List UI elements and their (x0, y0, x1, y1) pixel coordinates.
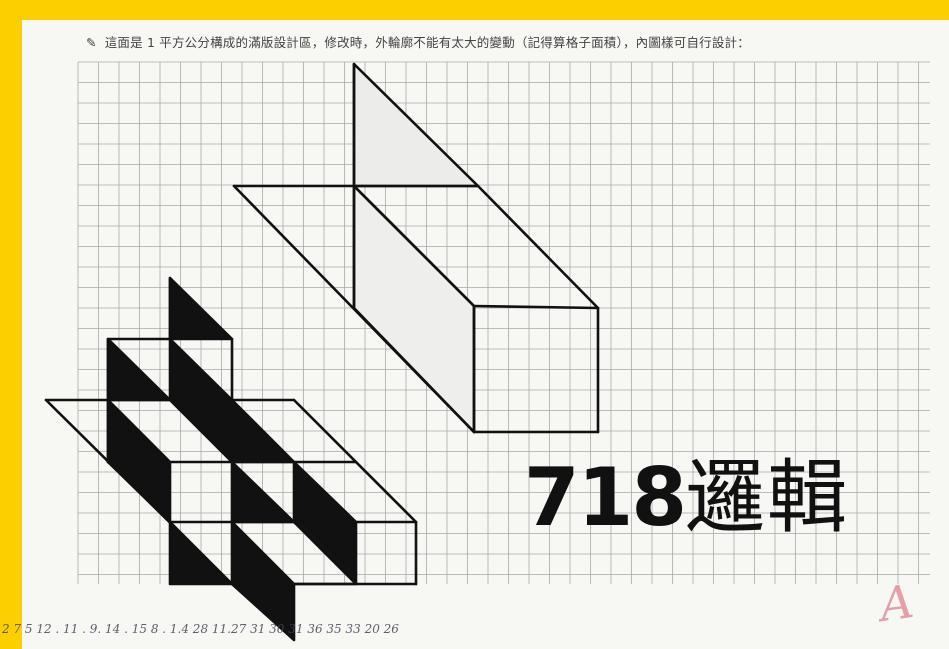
title-word: 邏輯 (685, 451, 849, 544)
black-triangle-center (230, 460, 296, 524)
instruction-line: ✎ 這面是 1 平方公分構成的滿版設計區，修改時，外輪廓不能有太大的變動（記得算格… (86, 32, 750, 51)
brand-title: 718邏輯 (524, 450, 849, 546)
upper-prism-side-face (352, 184, 476, 434)
title-number: 718 (524, 451, 687, 544)
upper-prism (232, 62, 600, 434)
top-frame-bar (0, 0, 949, 20)
black-face-4 (230, 520, 296, 642)
left-frame-bar (0, 0, 22, 649)
hand-drawing (44, 62, 600, 642)
pencil-icon: ✎ (86, 35, 97, 50)
handwritten-numbers: 2 7 5 12 . 11 . 9. 14 . 15 8 . 1.4 28 11… (2, 622, 399, 636)
checkered-prism (44, 276, 418, 642)
instruction-text: 這面是 1 平方公分構成的滿版設計區，修改時，外輪廓不能有太大的變動（記得算格子… (104, 35, 750, 50)
